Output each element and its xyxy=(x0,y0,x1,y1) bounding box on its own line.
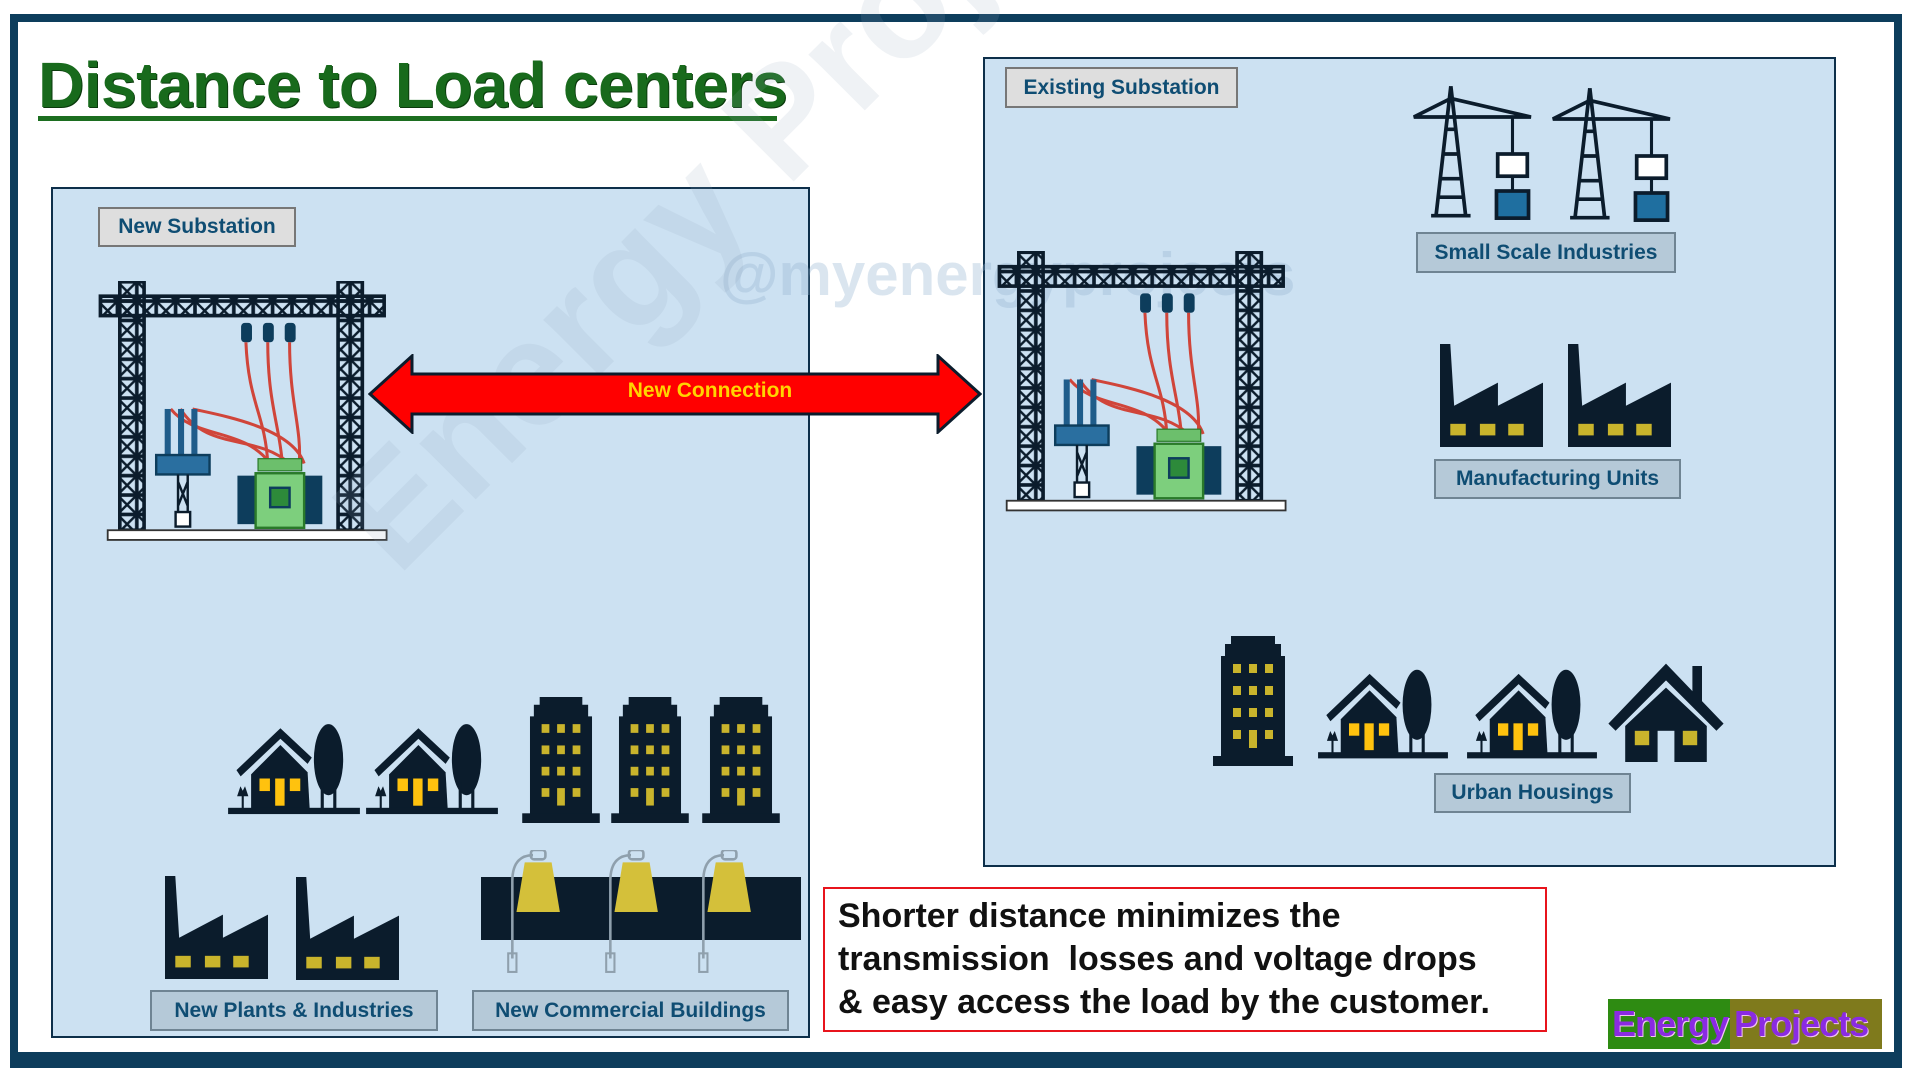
building-icon xyxy=(607,697,693,823)
small-industry-icon xyxy=(1413,80,1538,228)
note-line: transmission losses and voltage drops xyxy=(838,940,1477,978)
factory-icon xyxy=(1568,344,1671,447)
title-underline xyxy=(38,116,777,121)
building-icon xyxy=(518,697,604,823)
energy-projects-logo: Energy Projects xyxy=(1608,999,1882,1049)
new-connection-arrow xyxy=(368,354,982,434)
street-light-icon xyxy=(600,850,662,974)
street-light-icon xyxy=(693,850,755,974)
house-icon xyxy=(226,716,362,818)
page-title: Distance to Load centers xyxy=(38,49,788,121)
existing-substation-icon xyxy=(997,251,1288,514)
summary-note: Shorter distance minimizes the transmiss… xyxy=(823,887,1547,1032)
new-plants-label: New Plants & Industries xyxy=(150,990,438,1031)
house-icon xyxy=(1465,660,1599,764)
building-icon xyxy=(698,697,784,823)
house-icon xyxy=(1604,654,1728,762)
new-substation-label: New Substation xyxy=(98,207,296,247)
factory-icon xyxy=(296,877,399,980)
new-commercial-label: New Commercial Buildings xyxy=(472,990,789,1031)
street-light-icon xyxy=(502,850,564,974)
urban-housings-label: Urban Housings xyxy=(1434,773,1631,813)
factory-icon xyxy=(1440,344,1543,447)
note-line: & easy access the load by the customer. xyxy=(838,983,1490,1021)
house-icon xyxy=(364,716,500,818)
small-industry-icon xyxy=(1552,82,1677,230)
building-icon xyxy=(1211,636,1295,766)
logo-word-energy: Energy xyxy=(1608,999,1731,1049)
new-connection-label: New Connection xyxy=(627,379,793,402)
house-icon xyxy=(1316,660,1450,764)
existing-substation-label: Existing Substation xyxy=(1005,67,1238,108)
factory-icon xyxy=(165,876,268,979)
note-line: Shorter distance minimizes the xyxy=(838,897,1341,935)
logo-word-projects: Projects xyxy=(1730,999,1882,1049)
small-industries-label: Small Scale Industries xyxy=(1416,232,1676,273)
manufacturing-units-label: Manufacturing Units xyxy=(1434,459,1681,499)
